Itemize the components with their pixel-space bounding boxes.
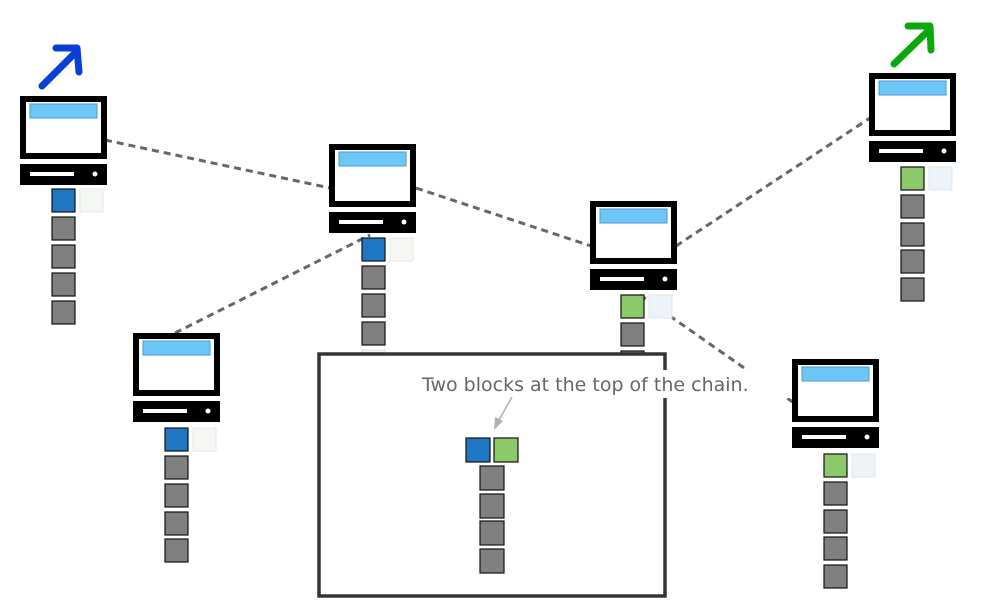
node-1: [20, 44, 107, 325]
block: [51, 244, 76, 269]
link-node4-node5: [675, 116, 871, 248]
block-ghost: [851, 453, 876, 478]
miner-arrow-green-icon: [890, 22, 935, 68]
block: [620, 322, 645, 347]
block: [51, 216, 76, 241]
block-ghost: [928, 166, 953, 191]
block-tip: [620, 294, 645, 319]
block: [823, 564, 848, 589]
block: [900, 194, 925, 219]
block: [479, 548, 505, 574]
link-node2-node4: [415, 186, 592, 248]
block: [164, 483, 189, 508]
block: [479, 520, 505, 546]
computer-icon: [590, 201, 677, 290]
block: [164, 538, 189, 563]
block: [164, 455, 189, 480]
blockchain: [51, 188, 104, 325]
computer-icon: [869, 73, 956, 162]
annotation-text: Two blocks at the top of the chain.: [421, 374, 749, 396]
block: [900, 222, 925, 247]
block-ghost: [192, 427, 217, 452]
annotation: Two blocks at the top of the chain.: [416, 370, 791, 430]
node-5: [869, 22, 956, 302]
blockchain: [900, 166, 953, 302]
node-4: [590, 201, 677, 431]
block-tip-green: [493, 437, 519, 463]
block: [479, 465, 505, 491]
node-6: [792, 359, 879, 589]
block-ghost: [79, 188, 104, 213]
blockchain: [164, 427, 217, 563]
block: [361, 265, 386, 290]
block: [479, 493, 505, 519]
block: [361, 321, 386, 346]
link-node1-node2: [104, 138, 331, 190]
annotation-background: [416, 370, 791, 398]
link-node2-node3: [174, 233, 371, 335]
block-tip: [361, 237, 386, 262]
node-2: [329, 144, 416, 374]
block-ghost: [648, 294, 673, 319]
block-tip: [900, 166, 925, 191]
blockchain: [823, 453, 876, 589]
block: [900, 249, 925, 274]
block-ghost: [389, 237, 414, 262]
block: [51, 272, 76, 297]
block: [164, 511, 189, 536]
block-tip: [164, 427, 189, 452]
block: [51, 300, 76, 325]
block: [823, 509, 848, 534]
computer-icon: [133, 333, 220, 422]
computer-icon: [20, 96, 107, 185]
annotation-arrow-icon: [494, 396, 513, 430]
block: [823, 536, 848, 561]
computer-icon: [329, 144, 416, 233]
block-tip-blue: [465, 437, 491, 463]
computer-icon: [792, 359, 879, 448]
block: [361, 293, 386, 318]
block-tip: [51, 188, 76, 213]
block: [900, 277, 925, 302]
block-tip: [823, 453, 848, 478]
block: [823, 481, 848, 506]
inset-blockchain: [465, 437, 519, 574]
miner-arrow-blue-icon: [38, 44, 83, 90]
node-3: [133, 333, 220, 563]
